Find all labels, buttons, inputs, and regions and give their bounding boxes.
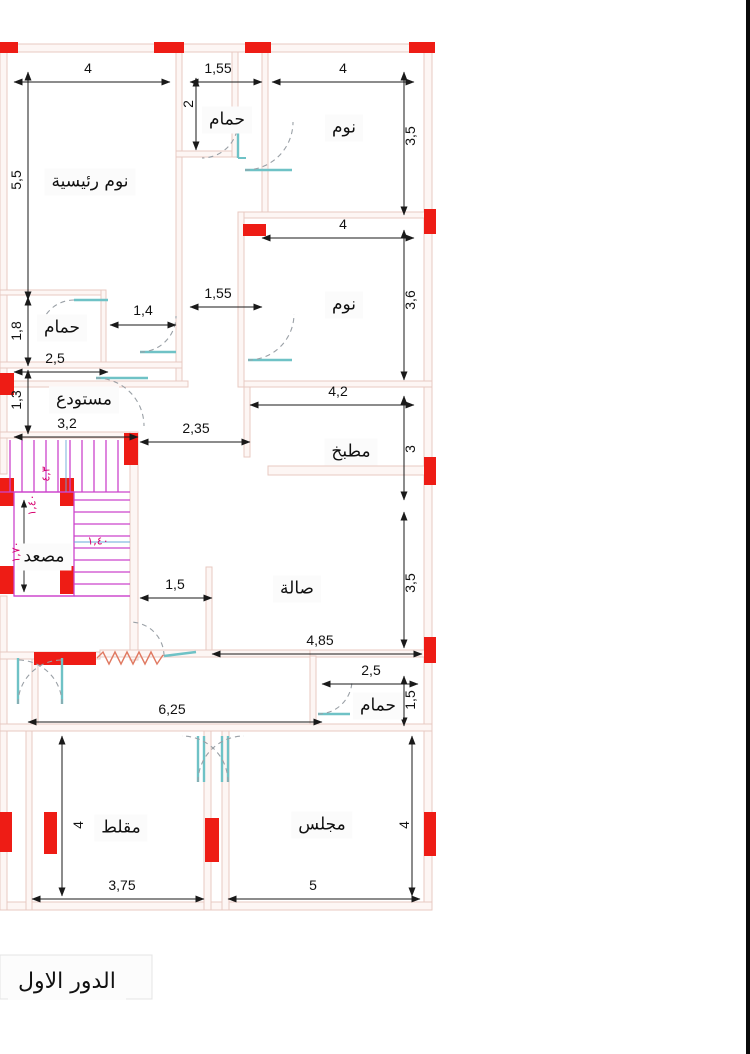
- dim-top-left-4: 4: [84, 60, 92, 76]
- dim-32-store: 3,2: [57, 415, 77, 431]
- column-stair-1: [124, 433, 138, 465]
- elevator: مصعد: [16, 543, 72, 571]
- bathroom-low: حمام: [352, 692, 404, 720]
- column-corridor: [243, 224, 266, 236]
- bedroom-mid: نوم: [324, 291, 364, 319]
- stair-up-arabic: ٤,٣: [39, 466, 53, 482]
- dim-13-store: 1,3: [8, 390, 24, 410]
- dim-top-155: 1,55: [204, 60, 232, 76]
- dim-375: 3,75: [108, 877, 136, 893]
- dim-mid-4: 4: [339, 216, 347, 232]
- maqlat: مقلط: [94, 814, 148, 842]
- bathroom-top: حمام: [201, 106, 253, 134]
- dim-5: 5: [309, 877, 317, 893]
- column-top-2: [245, 42, 271, 53]
- floor-title: الدور الاول: [8, 963, 126, 1000]
- kitchen: مطبخ: [324, 438, 378, 466]
- column-topleft: [0, 42, 18, 53]
- dim-55-master: 5,5: [8, 170, 24, 190]
- dim-4-majlis: 4: [396, 821, 412, 829]
- dim-2-bath: 2: [180, 100, 196, 108]
- bedroom-top: نوم: [324, 114, 364, 142]
- column-left-3: [0, 566, 14, 594]
- staircase-guides: [65, 440, 130, 543]
- column-right-4: [424, 812, 436, 856]
- bathroom-mid: حمام: [36, 314, 88, 342]
- column-top-1: [154, 42, 184, 53]
- door-swing-arcs: [17, 121, 353, 783]
- dim-top-right-4: 4: [339, 60, 347, 76]
- dim-25-bath: 2,5: [45, 350, 65, 366]
- column-right-1: [424, 209, 436, 234]
- column-maqlat: [44, 812, 57, 854]
- column-top-3: [409, 42, 435, 53]
- dim-485: 4,85: [306, 632, 334, 648]
- column-left-4: [0, 812, 12, 852]
- dim-18-bath: 1,8: [8, 321, 24, 341]
- dim-3-kitchen: 3: [402, 445, 418, 453]
- dim-35-hall: 3,5: [402, 573, 418, 593]
- dim-42-kitchen: 4,2: [328, 383, 348, 399]
- dim-625: 6,25: [158, 701, 186, 717]
- right-edge-bar: [746, 0, 750, 1054]
- hall: صالة: [273, 575, 321, 603]
- staircase: [0, 440, 130, 597]
- elev-width-140: ١,٤٠: [25, 494, 39, 516]
- dim-235: 2,35: [182, 420, 210, 436]
- dimension-lines: [13, 71, 423, 903]
- dim-14: 1,4: [133, 302, 153, 318]
- dim-35-bedtop: 3,5: [402, 126, 418, 146]
- column-right-3: [424, 637, 436, 663]
- column-left-1: [0, 373, 14, 395]
- column-divider: [205, 818, 219, 862]
- column-right-2: [424, 457, 436, 485]
- dim-15-lowbath: 1,5: [402, 690, 418, 710]
- master-bedroom: نوم رئيسية: [44, 168, 136, 196]
- dim-4-maqlat: 4: [70, 821, 86, 829]
- elev-depth-170: ١,٧٠: [9, 541, 23, 563]
- stair-run-140: ١,٤٠: [87, 534, 109, 548]
- doors-layer: [16, 122, 350, 782]
- window-zigzag: [96, 650, 164, 666]
- majlis: مجلس: [291, 811, 353, 839]
- dim-25-lowbath: 2,5: [361, 662, 381, 678]
- dim-15-hall: 1,5: [165, 576, 185, 592]
- dim-mid-155: 1,55: [204, 285, 232, 301]
- door-entry-red: [34, 652, 96, 665]
- dim-36-bedmid: 3,6: [402, 290, 418, 310]
- storage: مستودع: [49, 386, 119, 414]
- column-stair-3: [60, 566, 74, 594]
